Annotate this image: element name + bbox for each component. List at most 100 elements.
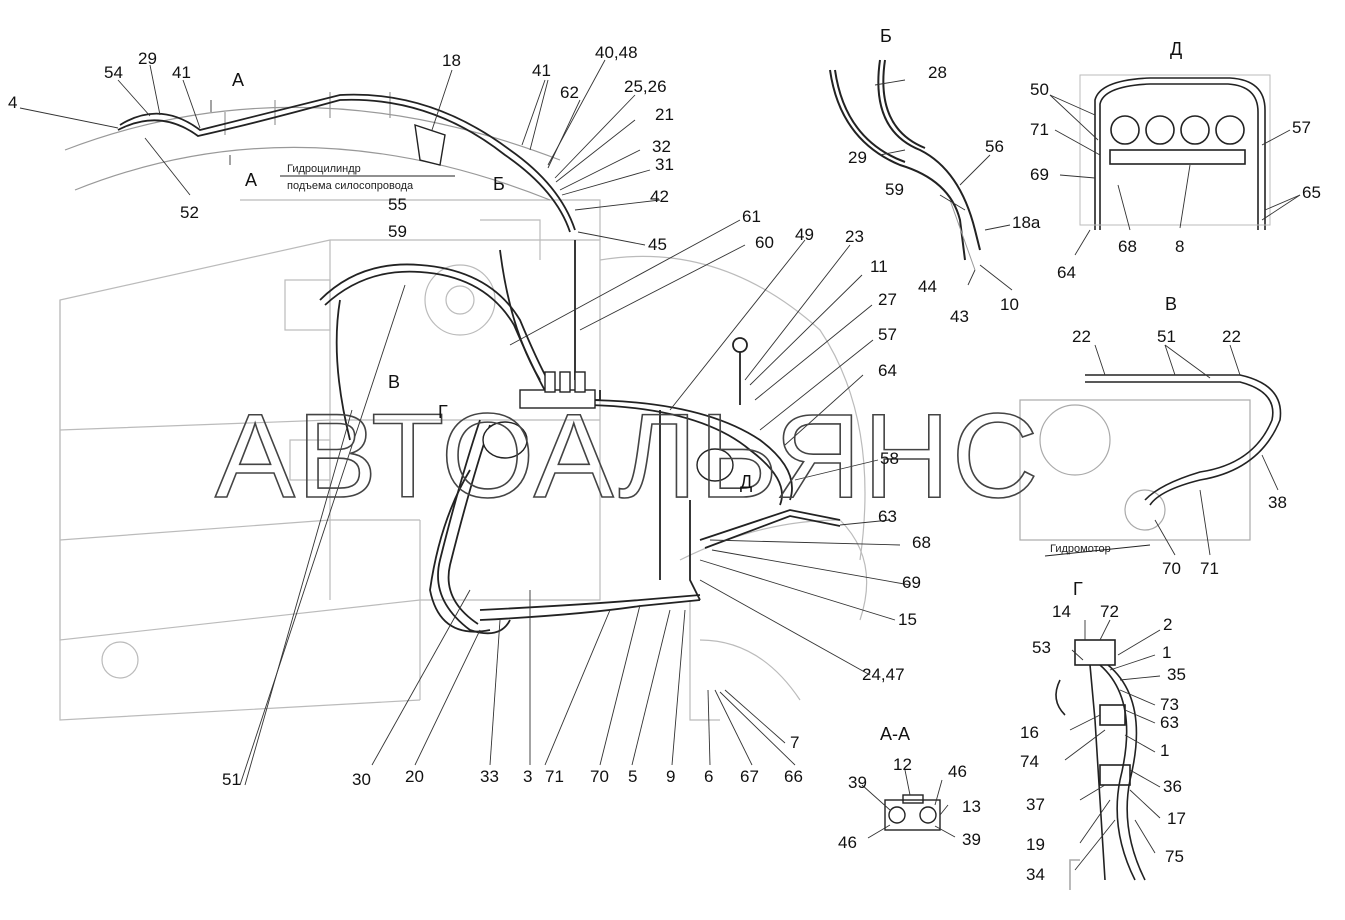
callout-label: 24,47 — [862, 665, 905, 684]
callout-label: 57 — [878, 325, 897, 344]
callout-label: 18 — [442, 51, 461, 70]
callout-label: 3 — [523, 767, 532, 786]
callout-label: 51 — [222, 770, 241, 789]
callout-label: 50 — [1030, 80, 1049, 99]
section-label: Г — [438, 402, 448, 422]
callout-label: 12 — [893, 755, 912, 774]
section-label: В — [1165, 294, 1177, 314]
hoses-main — [117, 93, 841, 635]
callout-label: 23 — [845, 227, 864, 246]
callout-label: 61 — [742, 207, 761, 226]
callout-label: 17 — [1167, 809, 1186, 828]
callout-label: 2 — [1163, 615, 1172, 634]
callout-label: 49 — [795, 225, 814, 244]
section-label: А-А — [880, 724, 910, 744]
detail-d — [1079, 74, 1271, 230]
callout-label: 59 — [885, 180, 904, 199]
callout-label: 64 — [1057, 263, 1076, 282]
callout-label: 71 — [545, 767, 564, 786]
callout-label: 45 — [648, 235, 667, 254]
callout-label: 39 — [848, 773, 867, 792]
callout-label: 22 — [1072, 327, 1091, 346]
callout-label: 71 — [1200, 559, 1219, 578]
callout-label: 19 — [1026, 835, 1045, 854]
section-label: Г — [1073, 579, 1083, 599]
detail-b — [829, 59, 981, 271]
callout-label: 11 — [870, 257, 888, 276]
section-label: Д — [740, 472, 752, 492]
callout-label: 36 — [1163, 777, 1182, 796]
callout-label: 68 — [912, 533, 931, 552]
callout-label: 54 — [104, 63, 123, 82]
caption-motor: Гидромотор — [1050, 543, 1111, 555]
callout-label: 41 — [532, 61, 551, 80]
callout-label: 14 — [1052, 602, 1071, 621]
callout-label: 37 — [1026, 795, 1045, 814]
callout-label: 29 — [848, 148, 867, 167]
callout-label: 72 — [1100, 602, 1119, 621]
callout-label: 31 — [655, 155, 674, 174]
callout-label: 68 — [1118, 237, 1137, 256]
callout-group: 4 54 29 41 52 18 41 40,48 62 25,26 21 32… — [8, 43, 1321, 884]
callout-label: 46 — [838, 833, 857, 852]
callout-label: 57 — [1292, 118, 1311, 137]
caption-cylinder-1: Гидроцилиндр — [287, 163, 361, 175]
callout-label: 32 — [652, 137, 671, 156]
callout-label: 44 — [918, 277, 937, 296]
callout-label: 20 — [405, 767, 424, 786]
callout-label: 1 — [1162, 643, 1171, 662]
callout-label: 27 — [878, 290, 897, 309]
callout-label: 29 — [138, 49, 157, 68]
callout-label: 13 — [962, 797, 981, 816]
detail-g — [1055, 639, 1146, 890]
callout-label: 33 — [480, 767, 499, 786]
callout-label: 1 — [1160, 741, 1169, 760]
callout-label: 63 — [1160, 713, 1179, 732]
callout-label: 38 — [1268, 493, 1287, 512]
callout-label: 30 — [352, 770, 371, 789]
detail-v — [1019, 374, 1282, 541]
callout-label: 10 — [1000, 295, 1019, 314]
valve-block — [414, 123, 734, 482]
callout-label: 8 — [1175, 237, 1184, 256]
callout-label: 7 — [790, 733, 799, 752]
callout-label: 35 — [1167, 665, 1186, 684]
caption-cylinder-2: подъема силосопровода — [287, 180, 414, 192]
callout-label: 60 — [755, 233, 774, 252]
callout-label: 71 — [1030, 120, 1049, 139]
section-label: В — [388, 372, 400, 392]
callout-label: 15 — [898, 610, 917, 629]
section-label: Б — [493, 174, 505, 194]
callout-label: 63 — [878, 507, 897, 526]
callout-label: 21 — [655, 105, 674, 124]
callout-label: 42 — [650, 187, 669, 206]
callout-label: 75 — [1165, 847, 1184, 866]
callout-label: 73 — [1160, 695, 1179, 714]
watermark-text: АВТОАЛЬЯНС — [215, 389, 1040, 523]
callout-label: 34 — [1026, 865, 1045, 884]
callout-label: 18а — [1012, 213, 1041, 232]
callout-label: 43 — [950, 307, 969, 326]
callout-label: 55 — [388, 195, 407, 214]
callout-label: 70 — [1162, 559, 1181, 578]
section-label: А — [245, 170, 257, 190]
callout-label: 51 — [1157, 327, 1176, 346]
callout-label: 40,48 — [595, 43, 638, 62]
callout-label: 6 — [704, 767, 713, 786]
callout-label: 53 — [1032, 638, 1051, 657]
section-label: Б — [880, 26, 892, 46]
callout-label: 46 — [948, 762, 967, 781]
callout-label: 65 — [1302, 183, 1321, 202]
callout-label: 28 — [928, 63, 947, 82]
callout-label: 9 — [666, 767, 675, 786]
callout-label: 74 — [1020, 752, 1039, 771]
section-label: Д — [1170, 39, 1182, 59]
callout-label: 16 — [1020, 723, 1039, 742]
callout-label: 52 — [180, 203, 199, 222]
callout-label: 69 — [1030, 165, 1049, 184]
callout-label: 22 — [1222, 327, 1241, 346]
callout-label: 56 — [985, 137, 1004, 156]
callout-label: 58 — [880, 449, 899, 468]
callout-label: 70 — [590, 767, 609, 786]
